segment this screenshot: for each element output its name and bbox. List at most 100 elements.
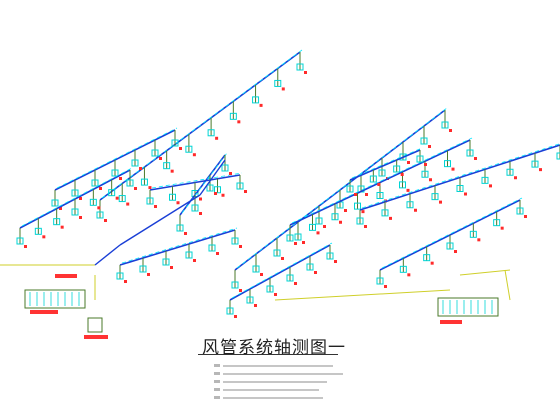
note-line-1	[214, 362, 354, 369]
air-terminal	[406, 188, 410, 192]
diffuser	[315, 217, 323, 225]
diffuser	[252, 96, 260, 104]
air-terminal	[354, 193, 357, 196]
air-terminal	[474, 157, 477, 160]
diffuser	[131, 159, 139, 167]
air-terminal	[514, 176, 517, 180]
diffuser	[399, 265, 407, 273]
main-duct-dash	[361, 143, 560, 209]
diffuser	[91, 179, 99, 187]
diffuser	[399, 181, 406, 189]
diffuser	[169, 193, 176, 201]
air-terminal	[139, 167, 142, 170]
diffuser	[111, 169, 119, 177]
air-terminal	[294, 242, 297, 245]
air-terminal	[304, 71, 307, 74]
diffuser	[516, 207, 524, 215]
air-terminal	[323, 225, 326, 228]
air-terminal	[314, 271, 317, 274]
left-duct-system	[0, 49, 307, 300]
air-terminal	[24, 245, 27, 248]
air-terminal	[451, 167, 455, 171]
diffuser	[294, 233, 302, 241]
main-duct-dash	[231, 242, 333, 299]
diffuser	[274, 79, 282, 87]
diffuser	[356, 217, 364, 225]
diffuser	[108, 189, 116, 197]
air-terminal	[477, 238, 481, 242]
diffuser	[71, 189, 79, 197]
diffuser	[126, 179, 134, 187]
diffuser	[416, 155, 424, 163]
main-duct-dash	[236, 107, 448, 269]
diffuser	[406, 201, 414, 209]
air-terminal	[464, 192, 467, 196]
diffuser	[531, 160, 539, 168]
air-terminal	[339, 220, 342, 224]
air-terminal	[97, 206, 101, 210]
fan-box	[87, 317, 103, 333]
fan-tag	[84, 335, 108, 339]
diffuser	[221, 164, 229, 172]
air-terminal	[170, 169, 174, 173]
diffuser	[176, 224, 184, 232]
air-terminal	[60, 225, 64, 229]
diffuser	[420, 137, 428, 145]
air-terminal	[234, 315, 237, 318]
diffuser	[185, 145, 193, 153]
diffuser	[431, 193, 439, 201]
air-terminal	[216, 252, 219, 255]
diffuser	[376, 192, 384, 199]
air-terminal	[344, 209, 347, 212]
diffuser	[16, 237, 24, 245]
diffuser	[139, 265, 147, 273]
air-terminal	[454, 250, 457, 253]
air-terminal	[124, 280, 127, 283]
unit-tag	[30, 310, 58, 314]
diffuser	[381, 209, 389, 217]
main-duct	[94, 244, 121, 266]
diffuser	[286, 274, 294, 282]
air-terminal	[99, 187, 102, 190]
note-line-5	[214, 394, 354, 401]
diffuser	[456, 185, 464, 192]
diffuser	[506, 168, 514, 176]
main-duct	[99, 51, 301, 201]
diffuser	[296, 63, 304, 71]
diffuser	[252, 265, 260, 273]
unit-tag	[440, 320, 462, 324]
air-terminal	[389, 216, 392, 220]
diffuser	[466, 149, 474, 157]
diffuser	[206, 184, 214, 192]
diffuser	[146, 197, 154, 205]
diffuser	[376, 277, 384, 285]
air-terminal	[364, 225, 367, 228]
diffuser	[214, 186, 221, 194]
equipment-tag	[55, 274, 77, 278]
main-duct-dash	[181, 152, 228, 214]
air-terminal	[239, 245, 242, 248]
main-duct	[349, 149, 421, 181]
diffuser	[441, 121, 449, 129]
air-terminal	[229, 172, 232, 175]
diffuser	[162, 258, 170, 266]
air-terminal	[42, 235, 46, 239]
main-duct-dash	[21, 167, 133, 227]
diffuser	[393, 165, 401, 173]
air-terminal	[192, 153, 196, 157]
diffuser	[331, 213, 339, 221]
diffuser	[96, 211, 104, 219]
diffuser	[207, 129, 215, 137]
air-terminal	[489, 184, 492, 188]
air-terminal	[154, 205, 157, 208]
diffuser	[556, 152, 560, 160]
air-terminal	[274, 293, 277, 296]
diffuser	[369, 175, 377, 183]
air-terminal	[199, 212, 202, 215]
air-terminal	[199, 197, 202, 201]
note-line-4	[214, 386, 354, 393]
air-terminal	[377, 183, 381, 186]
air-terminal	[414, 208, 417, 212]
air-terminal	[524, 215, 527, 218]
